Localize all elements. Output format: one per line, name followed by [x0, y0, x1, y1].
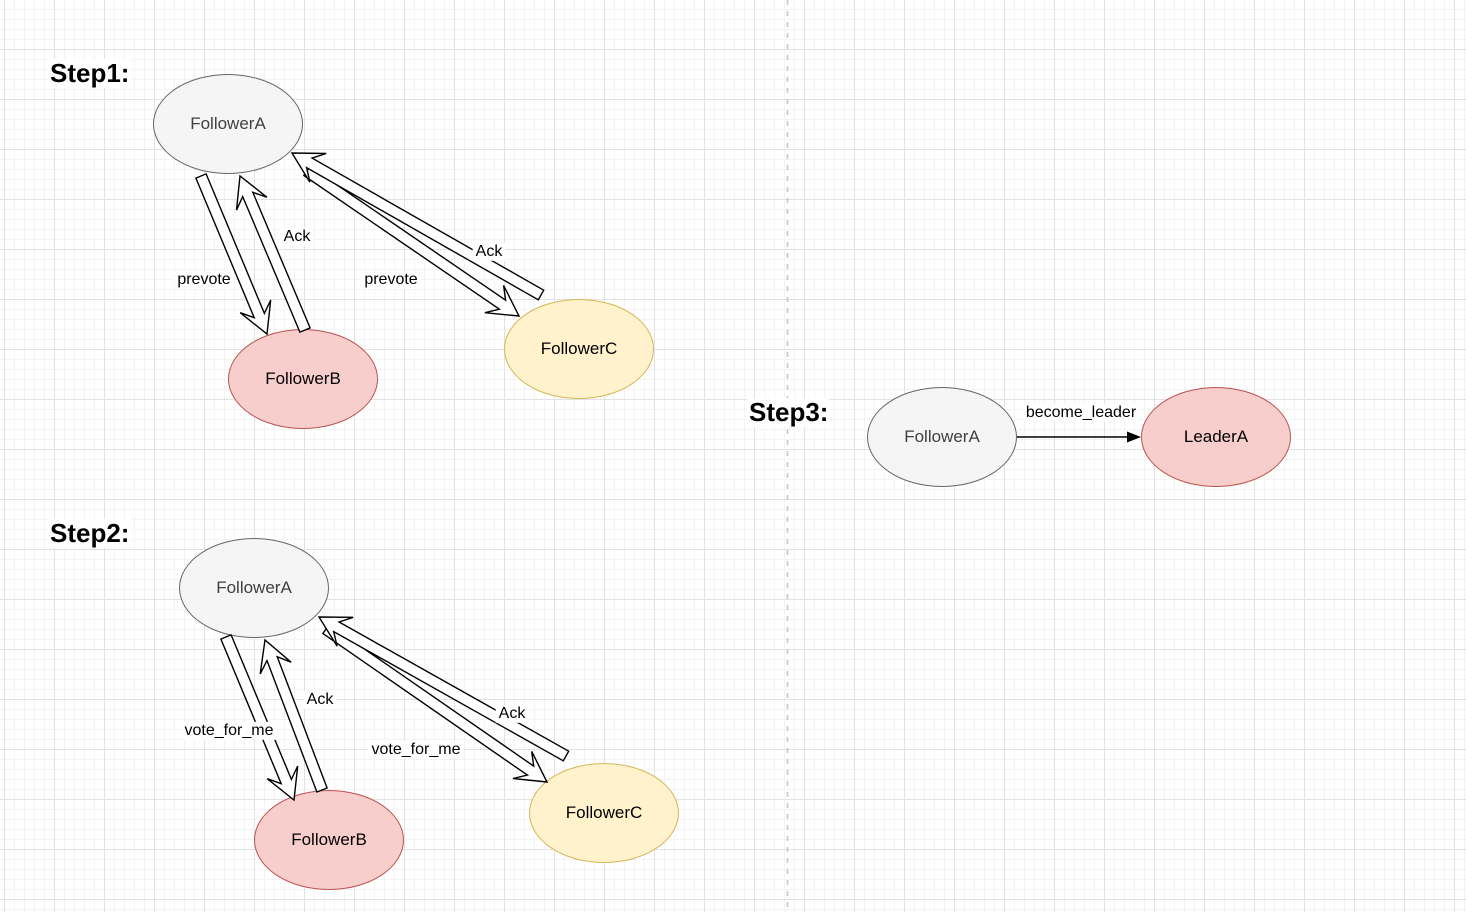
step2-title[interactable]: Step2:	[48, 518, 132, 548]
step1-title[interactable]: Step1:	[48, 58, 132, 88]
edge-label-step3-become-leader[interactable]: become_leader	[1022, 403, 1140, 423]
node-step2-follower-b[interactable]: FollowerB	[254, 790, 404, 890]
arrow-step2-ack-b-to-a[interactable]	[259, 638, 329, 793]
node-label: FollowerB	[291, 830, 367, 849]
node-step1-follower-b[interactable]: FollowerB	[228, 329, 378, 429]
node-step3-leader-a[interactable]: LeaderA	[1141, 387, 1291, 487]
arrow-step1-prevote-a-to-b[interactable]	[194, 172, 272, 336]
node-step2-follower-c[interactable]: FollowerC	[529, 763, 679, 863]
edge-label-step1-ack-ca[interactable]: Ack	[472, 242, 506, 262]
edge-label-step1-prevote-ac[interactable]: prevote	[361, 270, 421, 290]
node-label: FollowerC	[565, 803, 643, 822]
arrow-step1-prevote-a-to-c[interactable]	[302, 165, 521, 317]
node-step1-follower-c[interactable]: FollowerC	[504, 299, 654, 399]
node-label: LeaderA	[1183, 427, 1249, 446]
edge-label-step2-vote-ac[interactable]: vote_for_me	[368, 740, 464, 760]
edge-label-step2-vote-ab[interactable]: vote_for_me	[181, 721, 277, 741]
node-label: FollowerA	[904, 427, 980, 446]
edge-label-step2-ack-ba[interactable]: Ack	[303, 690, 337, 710]
node-label: FollowerA	[190, 114, 266, 133]
edge-label-step1-prevote-ab[interactable]: prevote	[174, 270, 234, 290]
edge-label-step2-ack-ca[interactable]: Ack	[495, 704, 529, 724]
node-step2-follower-a[interactable]: FollowerA	[179, 538, 329, 638]
node-label: FollowerA	[216, 578, 292, 597]
edge-label-step1-ack-ba[interactable]: Ack	[280, 227, 314, 247]
node-label: FollowerC	[540, 339, 618, 358]
arrow-step3-become-leader[interactable]	[1017, 431, 1141, 443]
node-label: FollowerB	[265, 369, 341, 388]
arrow-step1-ack-b-to-a[interactable]	[235, 174, 312, 334]
arrow-step2-vote-a-to-b[interactable]	[219, 633, 299, 802]
arrow-step2-ack-c-to-a[interactable]	[317, 616, 570, 762]
step3-title[interactable]: Step3:	[747, 397, 831, 427]
node-step3-follower-a[interactable]: FollowerA	[867, 387, 1017, 487]
node-step1-follower-a[interactable]: FollowerA	[153, 74, 303, 174]
